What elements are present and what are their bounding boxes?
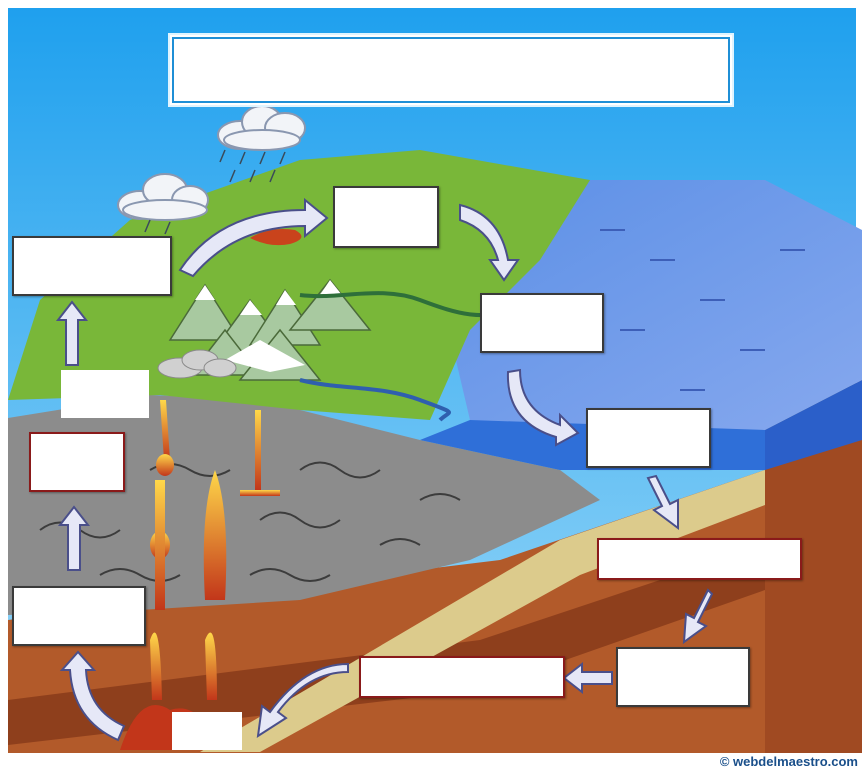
label-box-center-bottom xyxy=(359,656,565,698)
label-box-right-wide xyxy=(597,538,802,580)
diagram-title-box xyxy=(168,33,734,107)
label-box-left-gray xyxy=(29,432,125,492)
label-box-right-bottom xyxy=(616,647,750,707)
label-box-left-lower xyxy=(12,586,146,646)
label-box-right-upper xyxy=(480,293,604,353)
label-box-bottom-small xyxy=(172,712,242,750)
label-box-left-mid xyxy=(61,370,149,418)
label-box-top-center xyxy=(333,186,439,248)
label-box-left-top xyxy=(12,236,172,296)
credit-text: © webdelmaestro.com xyxy=(720,754,858,769)
label-box-right-mid xyxy=(586,408,711,468)
